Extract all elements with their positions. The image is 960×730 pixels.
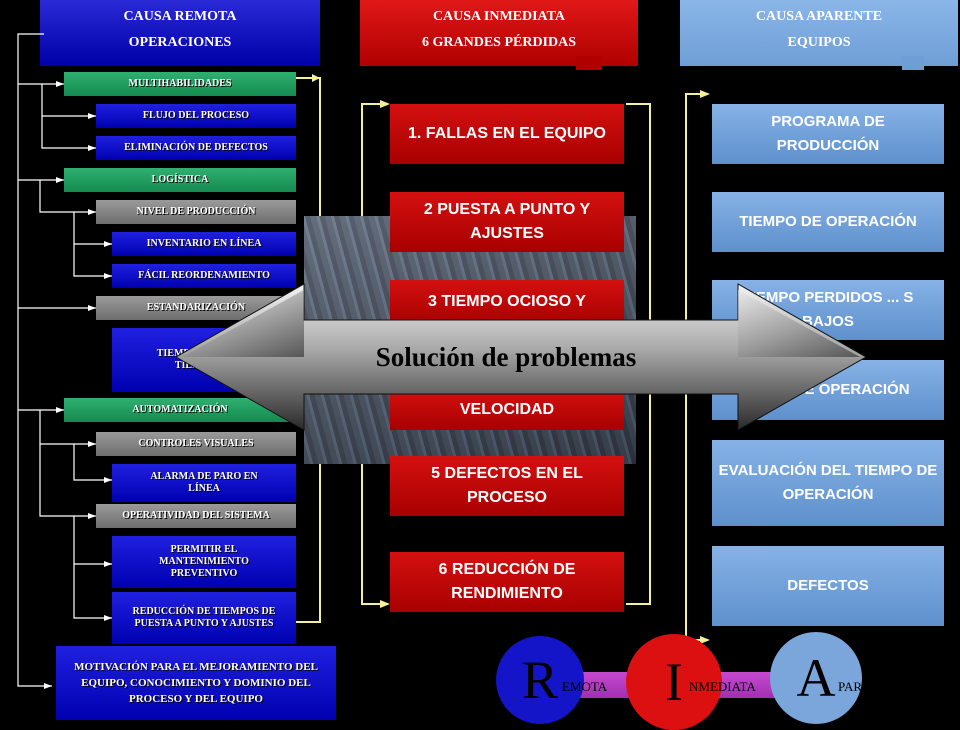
left-item-alarma-paro: ALARMA DE PARO EN LÍNEA (112, 464, 296, 502)
header-causa-aparente: CAUSA APARENTE EQUIPOS (680, 0, 958, 66)
left-item-logistica: LOGÍSTICA (64, 168, 296, 192)
left-item-nivel-produccion: NIVEL DE PRODUCCIÓN (96, 200, 296, 224)
circle-i-letter: I (665, 652, 683, 712)
perdida-4-velocidad: VELOCIDAD (390, 390, 624, 430)
suffix-parente: PARENTE (838, 679, 896, 694)
perdida-3-tiempo-ocioso: 3 TIEMPO OCIOSO Y (390, 280, 624, 324)
aparente-tiempo-operacion: TIEMPO DE OPERACIÓN (712, 192, 944, 252)
left-item-operatividad-sistema: OPERATIVIDAD DEL SISTEMA (96, 504, 296, 528)
circle-r-letter: R (521, 650, 559, 710)
perdida-5-defectos: 5 DEFECTOS EN EL PROCESO (390, 456, 624, 516)
header-remota-subtitle: OPERACIONES (128, 35, 232, 50)
left-item-reduccion-tiempos: REDUCCIÓN DE TIEMPOS DE PUESTA A PUNTO Y… (112, 592, 296, 644)
banner-label: Solución de problemas (376, 342, 637, 372)
aparente-defectos: DEFECTOS (712, 546, 944, 626)
left-item-multihabilidades: MULTIHABILIDADES (64, 72, 296, 96)
left-item-controles-visuales: CONTROLES VISUALES (96, 432, 296, 456)
header-inmediata-subtitle: 6 GRANDES PÉRDIDAS (421, 35, 577, 50)
perdida-1-fallas: 1. FALLAS EN EL EQUIPO (390, 104, 624, 164)
header-causa-remota: CAUSA REMOTA OPERACIONES (40, 0, 320, 66)
circle-a-letter: A (796, 648, 836, 708)
header-aparente-subtitle: EQUIPOS (787, 35, 851, 50)
aparente-programa-produccion: PROGRAMA DE PRODUCCIÓN (712, 104, 944, 164)
suffix-emota: EMOTA (562, 679, 608, 694)
left-item-eliminacion-defectos: ELIMINACIÓN DE DEFECTOS (96, 136, 296, 160)
left-item-mantenimiento-preventivo: PERMITIR EL MANTENIMIENTO PREVENTIVO (112, 536, 296, 588)
circle-a-aparente: A (770, 632, 862, 724)
left-item-facil-reordenamiento: FÁCIL REORDENAMIENTO (112, 264, 296, 288)
header-causa-inmediata: CAUSA INMEDIATA 6 GRANDES PÉRDIDAS (360, 0, 638, 66)
left-item-motivacion: MOTIVACIÓN PARA EL MEJORAMIENTO DEL EQUI… (56, 646, 336, 720)
aparente-evaluacion-tiempo: EVALUACIÓN DEL TIEMPO DE OPERACIÓN (712, 440, 944, 526)
solucion-problemas-arrow: Solución de problemas (176, 283, 866, 431)
suffix-nmediata: NMEDIATA (689, 679, 756, 694)
header-aparente-title: CAUSA APARENTE (755, 9, 883, 24)
header-inmediata-tab (576, 56, 602, 70)
header-remota-title: CAUSA REMOTA (123, 9, 237, 24)
header-aparente-tab (902, 56, 924, 70)
perdida-6-rendimiento: 6 REDUCCIÓN DE RENDIMIENTO (390, 552, 624, 612)
circle-i-inmediata: I (626, 634, 722, 730)
perdida-2-puesta-punto: 2 PUESTA A PUNTO Y AJUSTES (390, 192, 624, 252)
header-inmediata-title: CAUSA INMEDIATA (432, 9, 566, 24)
left-item-flujo-proceso: FLUJO DEL PROCESO (96, 104, 296, 128)
circle-r-remota: R (496, 636, 584, 724)
left-item-inventario-linea: INVENTARIO EN LÍNEA (112, 232, 296, 256)
